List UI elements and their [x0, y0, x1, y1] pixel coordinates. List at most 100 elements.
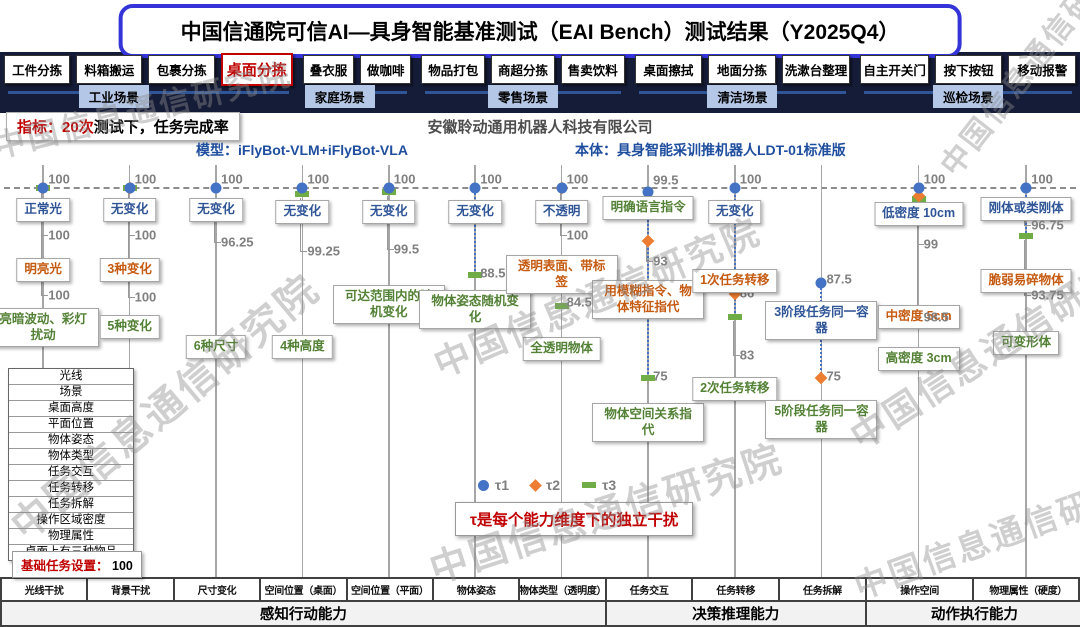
task-bar: 工件分拣料箱搬运包裹分拣桌面分拣工业场景叠衣服做咖啡家庭场景物品打包商超分拣售卖…: [0, 52, 1080, 112]
grid-column-line: [1025, 165, 1027, 578]
value-label: 100: [480, 171, 502, 187]
task-button[interactable]: 做咖啡: [360, 54, 412, 84]
condition-label: 可变形体: [993, 331, 1060, 355]
scenario-underline-row: 家庭场景: [303, 84, 411, 110]
value-label: 88.5: [480, 265, 506, 281]
value-label: 98.5: [923, 309, 949, 325]
legend-label: τ3: [602, 477, 617, 493]
value-leader-line: [300, 197, 308, 252]
task-button[interactable]: 包裹分拣: [148, 54, 215, 84]
base-task-value: 100: [112, 559, 133, 573]
metric-indicator: 指标：20次测试下，任务完成率: [6, 112, 240, 141]
value-label: 83: [739, 347, 755, 363]
condition-label: 高密度 3cm: [877, 347, 960, 371]
axis-label-cell: 物理属性（硬度）: [974, 579, 1080, 602]
task-button[interactable]: 商超分拣: [491, 54, 555, 84]
task-button[interactable]: 洗漱台整理: [781, 54, 851, 84]
task-button[interactable]: 桌面擦拭: [634, 54, 703, 84]
task-button[interactable]: 售卖饮料: [560, 54, 625, 84]
tau-note: τ是每个能力维度下的独立干扰: [455, 502, 694, 536]
value-label: 100: [566, 227, 589, 243]
tau-connector-dotted-line: [733, 188, 736, 318]
task-button[interactable]: 料箱搬运: [76, 54, 143, 84]
value-label: 99.25: [307, 243, 340, 259]
condition-label: 1次任务转移: [692, 269, 778, 293]
task-button[interactable]: 工件分拣: [4, 54, 71, 84]
model-value: iFlyBot-VLM+iFlyBot-VLA: [238, 142, 408, 158]
scenario-tag: 清洁场景: [707, 85, 778, 108]
indicator-highlight: 20次: [62, 119, 94, 136]
marker-tau1-circle: [210, 182, 222, 194]
dimension-item: 物体姿态: [9, 433, 133, 449]
value-label: 100: [134, 171, 157, 187]
task-button[interactable]: 移动报警: [1008, 54, 1077, 84]
dimension-item: 平面位置: [9, 417, 133, 433]
legend-circle-icon: [478, 479, 489, 491]
value-leader-line: [646, 245, 654, 262]
axis-label-cell: 空间位置（桌面）: [261, 579, 348, 602]
grid-column-line: [917, 165, 920, 578]
marker-tau1-circle: [124, 182, 136, 194]
task-button[interactable]: 桌面分拣: [220, 52, 293, 86]
axis-label-cell: 操作空间: [866, 579, 975, 602]
task-button[interactable]: 物品打包: [421, 54, 486, 84]
condition-label: 正常光: [16, 198, 70, 222]
condition-label: 全透明物体: [522, 337, 601, 361]
dimension-item: 操作区域密度: [9, 513, 133, 529]
value-label: 99.5: [653, 172, 679, 188]
value-label: 100: [1031, 171, 1053, 187]
condition-label: 中密度 5cm: [877, 305, 960, 329]
task-button[interactable]: 按下按钮: [934, 54, 1003, 84]
condition-label: 无变化: [102, 198, 157, 222]
legend-diamond-icon: [529, 478, 542, 492]
grid-column-line: [474, 165, 476, 578]
condition-label: 不透明: [534, 200, 589, 224]
condition-label: 5阶段任务同一容器: [765, 400, 878, 440]
tau-connector-dotted-line: [474, 188, 477, 276]
marker-tau1-circle: [913, 182, 925, 194]
axis-label-cell: 任务拆解: [780, 579, 867, 602]
axis-label-cell: 任务交互: [606, 579, 694, 602]
grid-column-line: [388, 165, 390, 578]
baseline-100-dashed-line: [4, 187, 1076, 189]
legend-dash-icon: [582, 482, 597, 488]
value-leader-line: [732, 321, 740, 356]
model-label: 模型：: [196, 142, 238, 158]
capability-group-cell: 决策推理能力: [606, 602, 867, 625]
dimension-item: 光线: [9, 369, 133, 385]
value-label: 100: [134, 227, 157, 243]
axis-label-cell: 光线干扰: [2, 579, 89, 602]
task-button[interactable]: 叠衣服: [302, 54, 355, 84]
marker-tau3-dash: [468, 272, 483, 279]
marker-tau1-circle: [642, 186, 654, 198]
model-line: 模型：iFlyBot-VLM+iFlyBot-VLA: [196, 140, 408, 160]
tau-note-text: τ是每个能力维度下的独立干扰: [470, 512, 679, 529]
axis-label-cell: 任务转移: [693, 579, 781, 602]
condition-label: 物体空间关系指代: [592, 403, 705, 443]
task-button[interactable]: 自主开关门: [860, 54, 929, 84]
value-label: 75: [653, 368, 668, 384]
task-row: 物品打包商超分拣售卖饮料: [421, 54, 625, 84]
value-label: 100: [566, 171, 589, 187]
condition-label: 4种高度: [272, 335, 333, 359]
value-label: 100: [48, 287, 70, 303]
condition-label: 明亮光: [16, 258, 70, 282]
task-button[interactable]: 地面分拣: [708, 54, 776, 84]
condition-label: 用模糊指令、物体特征指代: [592, 280, 705, 320]
scenario-underline-row: 零售场景: [421, 84, 624, 110]
condition-label: 2次任务转移: [692, 377, 778, 401]
condition-label: 物体姿态随机变化: [419, 290, 532, 330]
scenario-underline-row: 清洁场景: [635, 84, 851, 110]
value-label: 100: [307, 171, 330, 187]
condition-label: 无变化: [448, 200, 502, 224]
value-leader-line: [41, 192, 49, 296]
scenario-tag: 家庭场景: [304, 85, 375, 108]
task-group: 自主开关门按下按钮移动报警巡检场景: [860, 54, 1077, 112]
condition-label: 脆弱易碎物体: [980, 269, 1072, 293]
dimension-item: 物理属性: [9, 529, 133, 545]
condition-label: 6种尺寸: [185, 335, 247, 359]
task-group: 叠衣服做咖啡家庭场景: [302, 54, 412, 112]
dimension-list: 光线场景桌面高度平面位置物体姿态物体类型任务交互任务转移任务拆解操作区域密度物理…: [8, 368, 134, 561]
condition-label: 5种变化: [99, 315, 160, 339]
